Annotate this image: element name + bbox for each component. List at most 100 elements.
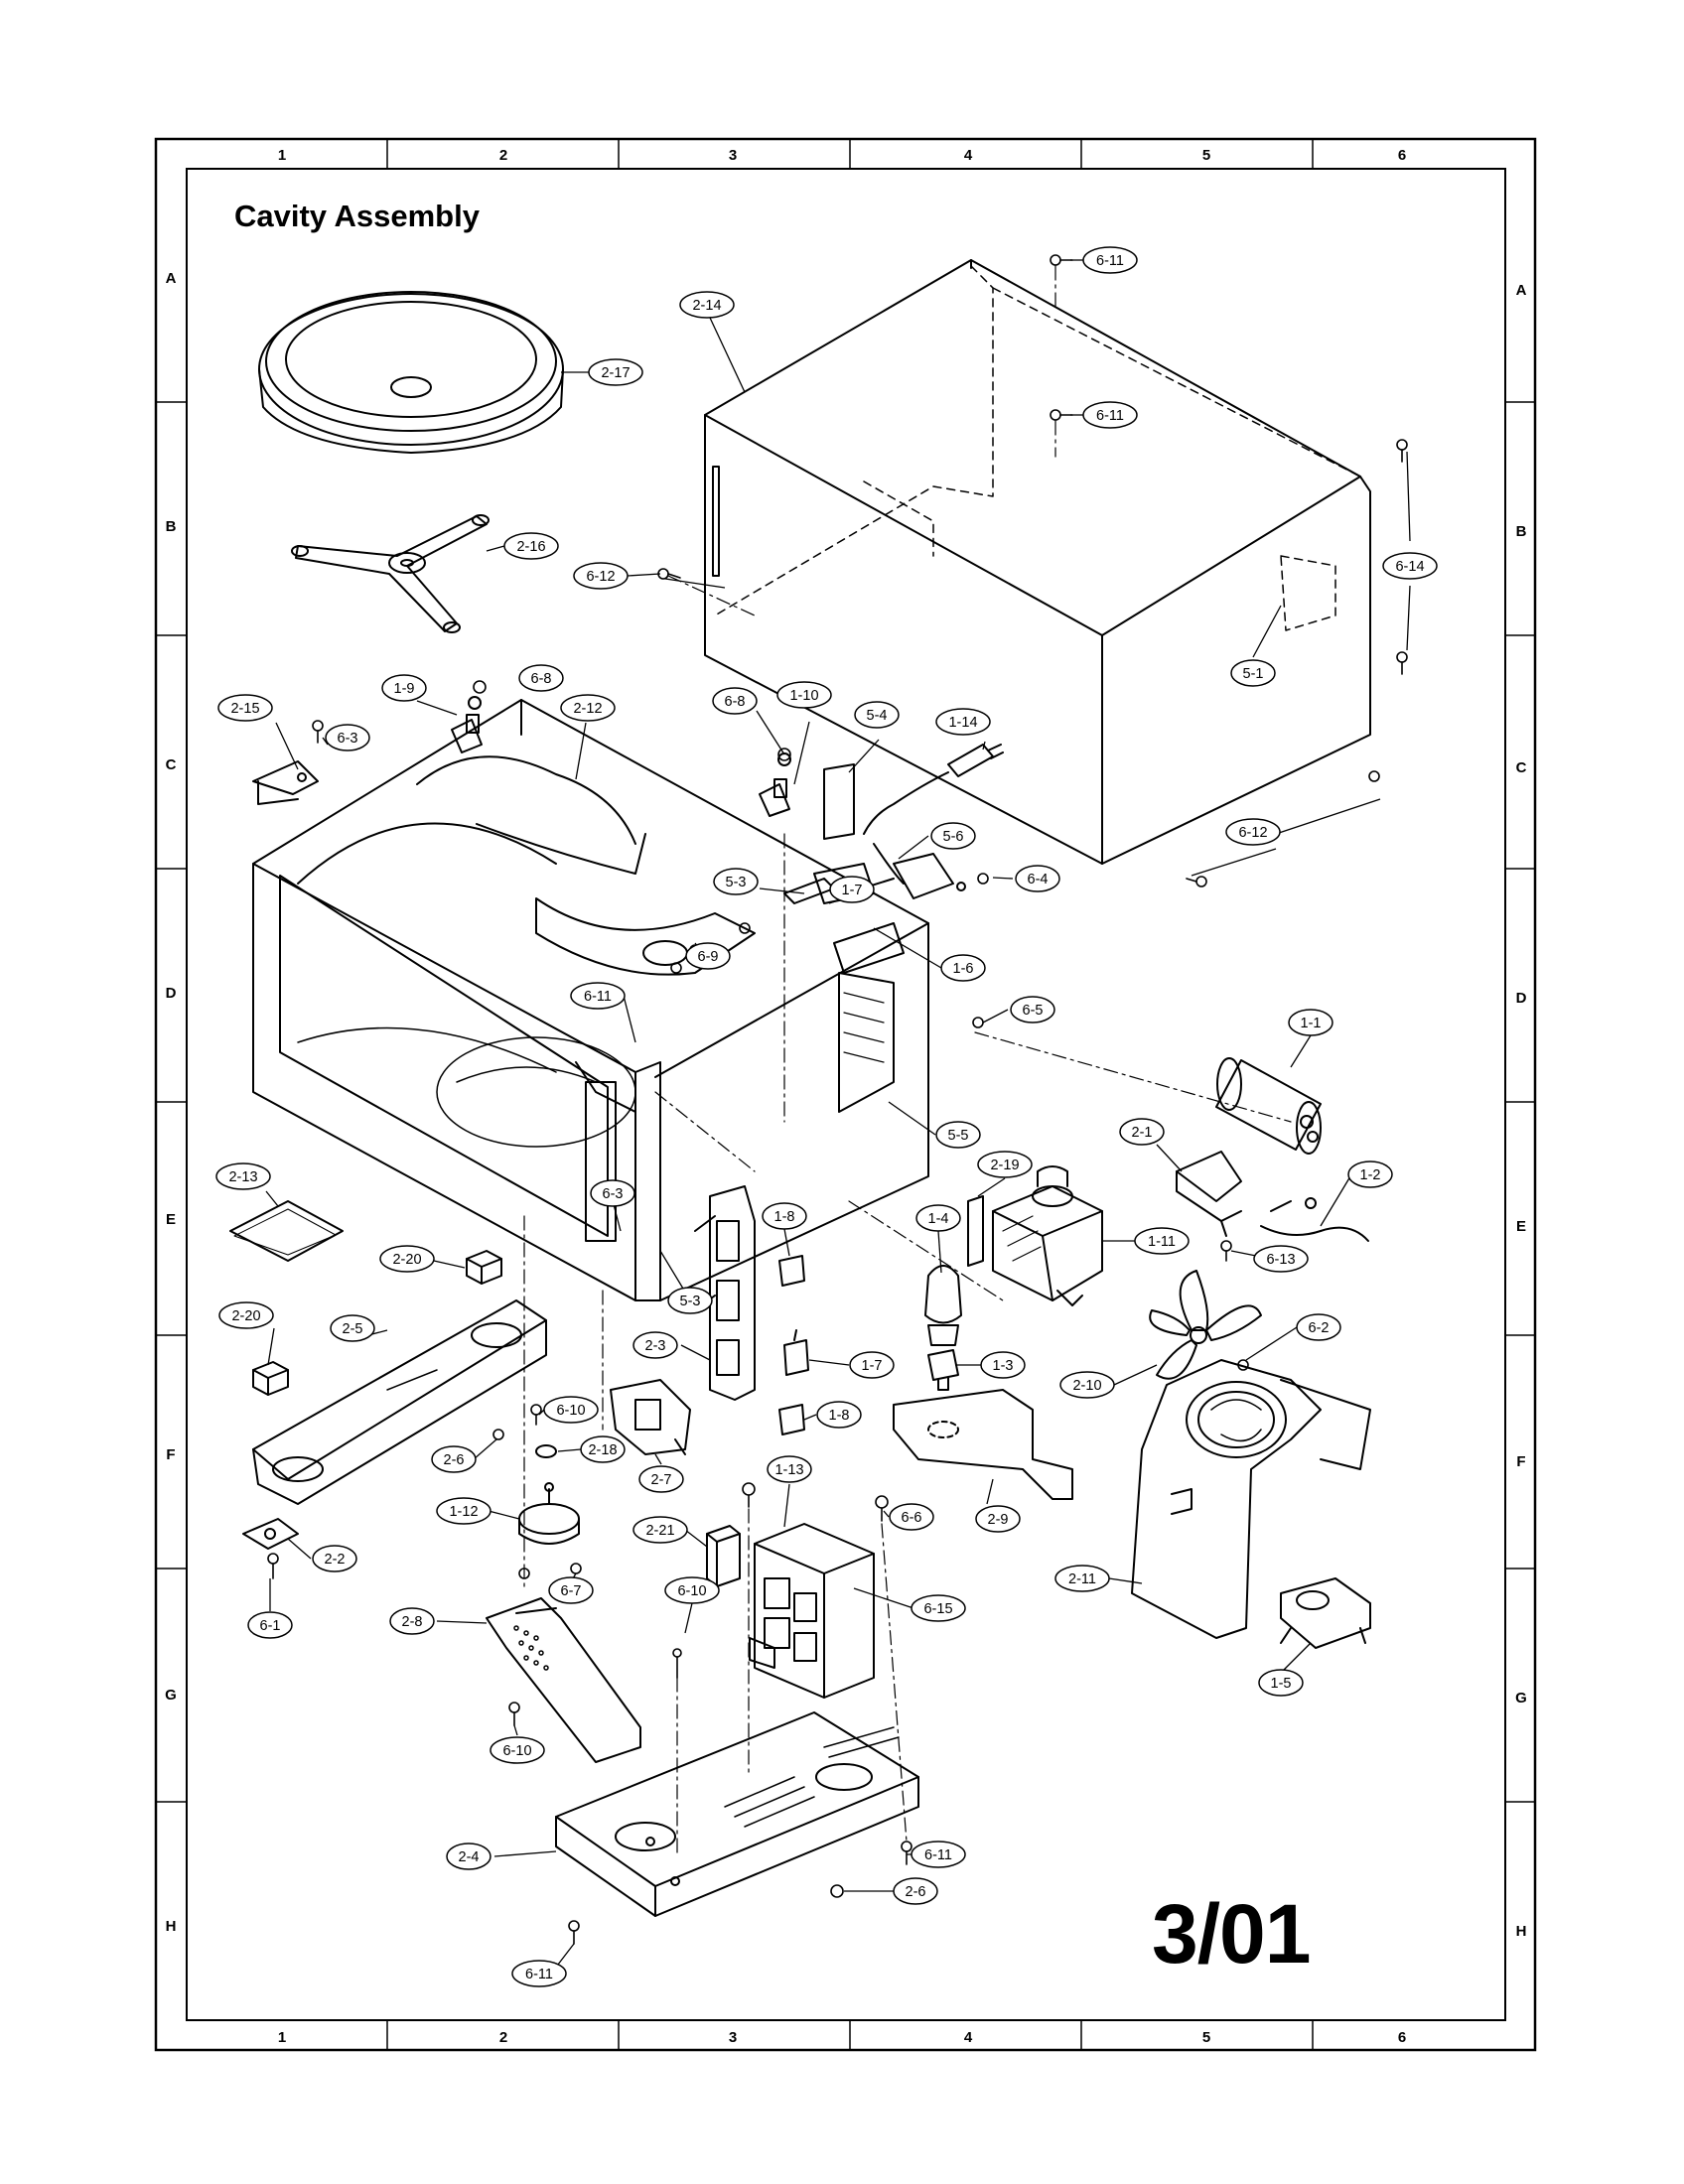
callout-label: 6-7: [561, 1583, 582, 1599]
callout-label: 1-1: [1301, 1016, 1322, 1031]
callout-label: 1-14: [948, 715, 977, 731]
power-cord-1-14: [863, 744, 1004, 835]
col-label-bottom: 1: [278, 2029, 286, 2046]
callout: 6-2: [1296, 1313, 1341, 1341]
callout: 5-4: [854, 701, 900, 729]
microswitch-1-8-bottom: [778, 1404, 805, 1435]
leader-lines: [265, 259, 1411, 1975]
callout-label: 2-8: [402, 1614, 423, 1630]
callout-label: 6-8: [725, 694, 746, 710]
row-label-left: G: [165, 1687, 177, 1704]
callout-label: 6-14: [1395, 559, 1424, 575]
callout: 2-4: [446, 1843, 491, 1870]
latch-board-2-3: [694, 1185, 756, 1401]
row-label-left: H: [166, 1918, 177, 1935]
callout: 6-12: [573, 562, 629, 590]
callout: 6-5: [1010, 996, 1055, 1024]
callout: 2-19: [977, 1151, 1033, 1178]
spacer-2-20-a: [466, 1250, 502, 1285]
row-label-left: A: [166, 270, 177, 287]
fan-duct-2-11: [1131, 1359, 1371, 1639]
lamp-bracket-2-9: [893, 1389, 1073, 1500]
col-label-top: 1: [278, 147, 286, 164]
callout-label: 1-8: [829, 1408, 850, 1424]
callout-label: 6-11: [584, 989, 612, 1005]
coupling-2-18: [535, 1444, 557, 1458]
callout: 6-8: [518, 664, 564, 692]
callout: 1-6: [940, 954, 986, 982]
col-label-top: 5: [1202, 147, 1210, 164]
callout: 6-7: [548, 1576, 594, 1604]
base-plate-2-4: [555, 1711, 919, 1917]
callout-label: 2-5: [343, 1321, 363, 1337]
callout: 5-5: [935, 1121, 981, 1149]
callout: 5-3: [667, 1287, 713, 1314]
callout: 2-1: [1119, 1118, 1165, 1146]
callout-label: 1-11: [1148, 1234, 1176, 1250]
col-label-top: 6: [1398, 147, 1406, 164]
row-label-right: G: [1515, 1690, 1527, 1706]
assembly-lines: [523, 265, 1292, 1857]
row-label-right: E: [1516, 1218, 1526, 1235]
callout: 2-15: [217, 694, 273, 722]
callout: 1-7: [829, 876, 875, 903]
callout-label: 6-12: [1238, 825, 1267, 841]
row-label-right: H: [1516, 1923, 1527, 1940]
callout: 2-7: [638, 1465, 684, 1493]
callout-label: 6-13: [1266, 1252, 1295, 1268]
callout: 1-5: [1258, 1669, 1304, 1697]
callout-label: 6-11: [1096, 253, 1124, 269]
callout-label: 6-1: [260, 1618, 281, 1634]
noise-filter-5-6: [873, 843, 966, 899]
callout-label: 1-10: [789, 688, 818, 704]
callout: 2-14: [679, 291, 735, 319]
col-label-top: 2: [499, 147, 507, 164]
callout: 1-9: [381, 674, 427, 702]
roller-support: [291, 514, 490, 633]
callout-label: 2-4: [459, 1849, 480, 1865]
callout: 2-10: [1059, 1371, 1115, 1399]
callout-label: 5-3: [680, 1294, 701, 1309]
callout-label: 6-8: [531, 671, 552, 687]
callout: 1-10: [776, 681, 832, 709]
capacitor-bracket-2-1: [1176, 1151, 1242, 1237]
callout-label: 5-4: [867, 708, 888, 724]
callout: 6-1: [247, 1611, 293, 1639]
callout-label: 2-19: [990, 1158, 1019, 1173]
callout-label: 5-3: [726, 875, 747, 890]
callout: 2-8: [389, 1607, 435, 1635]
callout-label: 1-9: [394, 681, 415, 697]
callout: 6-9: [685, 942, 731, 970]
callout-label: 2-18: [588, 1442, 617, 1458]
callout-label: 5-6: [943, 829, 964, 845]
callout: 1-11: [1134, 1227, 1190, 1255]
col-label-bottom: 5: [1202, 2029, 1210, 2046]
callout-label: 1-3: [993, 1358, 1014, 1374]
callout-label: 6-12: [586, 569, 615, 585]
callout: 2-18: [580, 1435, 626, 1463]
drawing-frame: [154, 137, 1537, 2052]
col-label-bottom: 4: [964, 2029, 973, 2046]
callout-label: 1-2: [1360, 1167, 1381, 1183]
callout: 5-3: [713, 868, 759, 895]
callout-label: 2-20: [231, 1308, 260, 1324]
callout: 6-14: [1382, 552, 1438, 580]
insulator-2-19: [967, 1195, 984, 1267]
magnetron-1-11: [992, 1165, 1103, 1306]
spacer-2-21: [706, 1525, 741, 1587]
callout-label: 2-14: [692, 298, 721, 314]
callout: 1-12: [436, 1497, 491, 1525]
callout-label: 6-11: [1096, 408, 1124, 424]
callout: 2-17: [588, 358, 643, 386]
callout-label: 6-10: [556, 1403, 585, 1419]
fan-motor-1-5: [1280, 1577, 1371, 1649]
callout: 2-21: [632, 1516, 688, 1544]
turntable-motor-1-12: [518, 1482, 580, 1545]
microswitch-1-7-mid: [783, 1329, 809, 1376]
callout: 6-10: [490, 1736, 545, 1764]
callout-label: 2-17: [601, 365, 630, 381]
callout-label: 2-3: [645, 1338, 666, 1354]
callout-label: 2-11: [1068, 1571, 1096, 1587]
label-5-3-top: [783, 878, 835, 904]
